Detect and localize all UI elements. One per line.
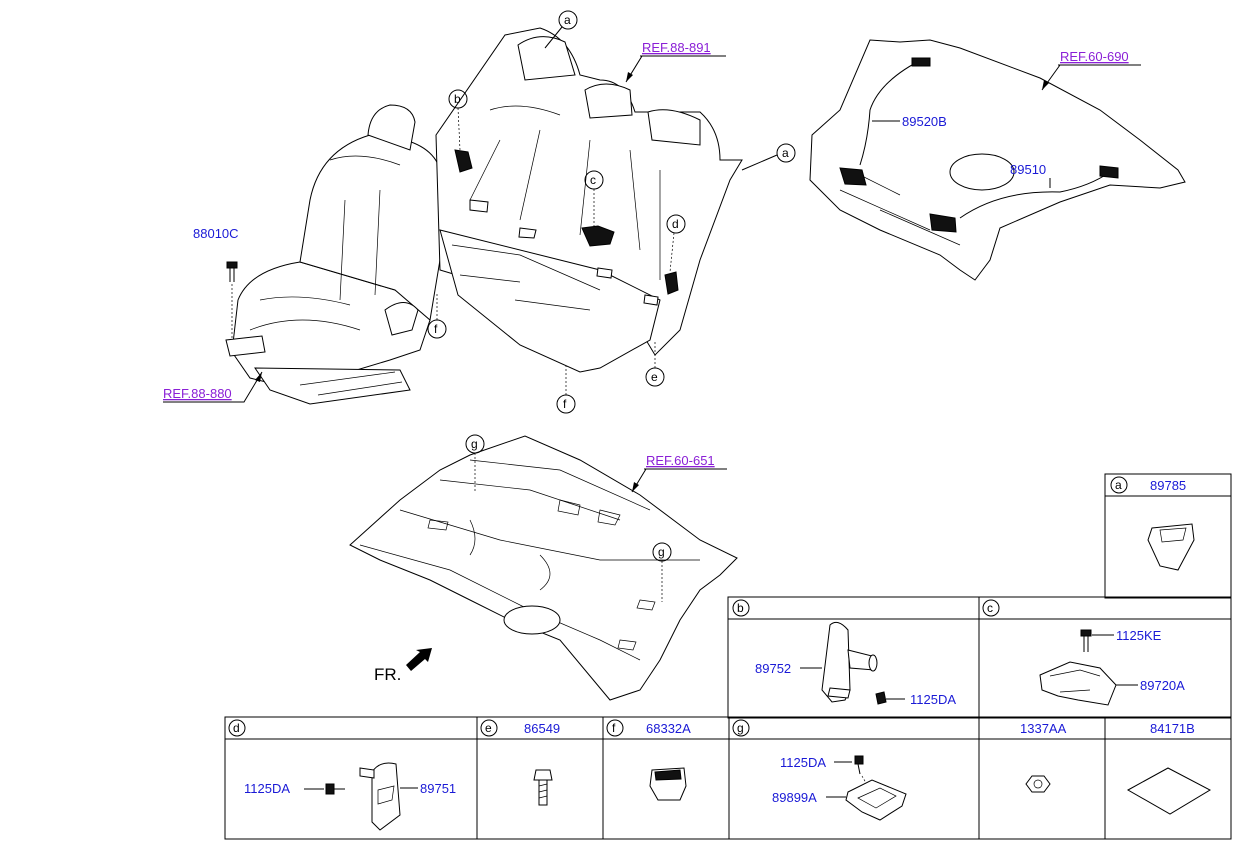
rear-seat-illustration [435,27,743,373]
svg-text:f: f [563,397,567,411]
callout-f-mid: f [556,366,576,414]
box-e-letter: e [485,721,492,735]
detail-grid-lines [224,473,1232,840]
callout-b-top: b [448,89,468,151]
arrowhead-ref-88-880 [255,372,262,382]
leader-ref-60-651 [631,468,727,493]
label-89510: 89510 [1010,162,1046,177]
part-1125ke: 1125KE [1116,628,1162,643]
part-1125da-d: 1125DA [244,781,290,796]
detail-box-d: d 1125DA 89751 [228,719,456,831]
box-b-letter: b [737,601,744,615]
front-direction-label: FR. [374,665,401,684]
detail-box-a: a 89785 [1110,476,1195,571]
ref-88-891[interactable]: REF.88-891 [642,40,711,55]
svg-text:a: a [782,146,789,160]
leader-ref-60-690 [1041,64,1141,91]
svg-text:e: e [651,370,658,384]
box-d-letter: d [233,721,240,735]
ref-88-880[interactable]: REF.88-880 [163,386,232,401]
detail-box-c: c 1125KE 89720A [982,599,1185,706]
arrowhead-ref-88-891 [626,72,633,82]
detail-box-f: f 68332A [606,719,691,801]
detail-box-e: e 86549 [480,719,560,806]
part-1125da-b: 1125DA [910,692,956,707]
callout-a-top: a [544,10,578,49]
part-1125da-g: 1125DA [780,755,826,770]
callout-f-left: f [427,292,447,339]
parcel-shelf-illustration [809,39,1186,281]
bolt-88010c [226,261,238,340]
ref-60-651[interactable]: REF.60-651 [646,453,715,468]
svg-text:f: f [434,322,438,336]
callout-c-top: c [584,170,604,228]
svg-text:a: a [564,13,571,27]
svg-text:g: g [658,545,665,559]
part-89785: 89785 [1150,478,1186,493]
callout-a-right: a [741,143,796,171]
svg-text:b: b [454,92,461,106]
front-direction-arrow-icon [406,648,432,671]
ref-60-690[interactable]: REF.60-690 [1060,49,1129,64]
part-89752: 89752 [755,661,791,676]
part-89899a: 89899A [772,790,817,805]
box-c-letter: c [987,601,993,615]
callout-d-top: d [666,214,686,273]
box-f-letter: f [612,721,616,735]
detail-box-g: g 1125DA 89899A [732,719,907,821]
detail-box-1337aa: 1337AA [1020,721,1067,793]
callout-e-mid: e [645,340,665,387]
floor-panel-illustration [349,435,738,701]
box-g-letter: g [737,721,744,735]
leader-ref-88-891 [625,55,726,83]
leader-ref-88-880 [163,371,263,403]
arrowhead-ref-60-690 [1042,80,1049,90]
label-89520b: 89520B [902,114,947,129]
front-seat-illustration [225,104,443,405]
part-89751: 89751 [420,781,456,796]
box-a-letter: a [1115,478,1122,492]
part-1337aa: 1337AA [1020,721,1067,736]
part-68332a: 68332A [646,721,691,736]
svg-text:d: d [672,217,679,231]
arrowhead-ref-60-651 [632,482,639,492]
label-88010c: 88010C [193,226,239,241]
part-89720a: 89720A [1140,678,1185,693]
detail-box-84171b: 84171B [1126,721,1212,815]
detail-box-b: b 89752 1125DA [732,599,956,707]
part-86549: 86549 [524,721,560,736]
callout-g-floor: g [652,542,672,602]
svg-text:g: g [471,437,478,451]
part-84171b: 84171B [1150,721,1195,736]
callout-g-top: g [465,434,485,492]
svg-text:c: c [590,173,596,187]
